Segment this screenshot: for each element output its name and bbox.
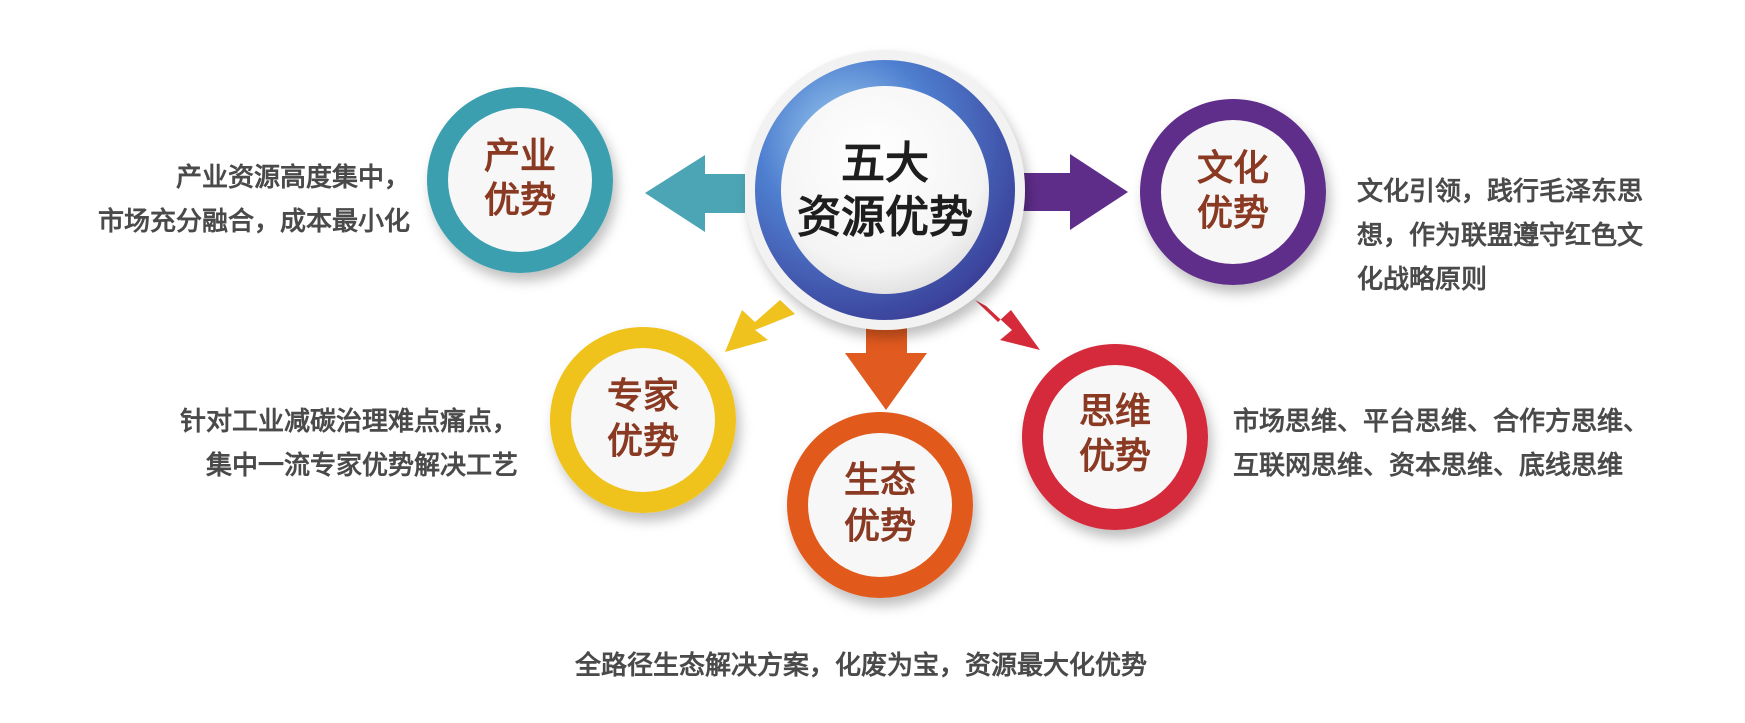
arrow-to-culture — [1015, 154, 1128, 230]
arrow-to-industry — [645, 155, 745, 232]
node-culture — [1140, 99, 1326, 285]
node-industry-label-line2: 优势 — [484, 180, 556, 221]
arrow-to-expert — [725, 300, 795, 352]
node-expert-label-line2: 优势 — [607, 421, 679, 462]
arrow-to-ecology — [845, 328, 927, 410]
ecology-description-line: 全路径生态解决方案，化废为宝，资源最大化优势 — [575, 651, 1148, 681]
culture-description: 文化引领，践行毛泽东思 想，作为联盟遵守红色文 化战略原则 — [1357, 170, 1643, 302]
expert-description-line: 集中一流专家优势解决工艺 — [205, 451, 518, 481]
node-expert — [550, 327, 736, 513]
culture-description-line: 想，作为联盟遵守红色文 — [1357, 221, 1644, 251]
thinking-description: 市场思维、平台思维、合作方思维、 互联网思维、资本思维、底线思维 — [1233, 400, 1649, 488]
thinking-description-line: 市场思维、平台思维、合作方思维、 — [1233, 407, 1650, 437]
node-ecology — [787, 412, 973, 598]
hub-title-line1: 五大 — [841, 138, 929, 189]
node-thinking — [1022, 344, 1208, 530]
hub-title-line2: 资源优势 — [797, 192, 973, 243]
thinking-description-line: 互联网思维、资本思维、底线思维 — [1233, 451, 1624, 481]
culture-description-line: 化战略原则 — [1357, 265, 1488, 295]
node-culture-label-line1: 文化 — [1197, 148, 1269, 189]
industry-description-line: 市场充分融合，成本最小化 — [97, 207, 410, 237]
node-thinking-label-line1: 思维 — [1079, 391, 1151, 432]
node-industry-label-line1: 产业 — [484, 136, 556, 177]
node-expert-label-line1: 专家 — [607, 376, 679, 417]
industry-description: 产业资源高度集中， 市场充分融合，成本最小化 — [98, 156, 410, 244]
node-ecology-label-line2: 优势 — [844, 506, 916, 547]
node-culture-label-line2: 优势 — [1197, 193, 1269, 234]
industry-description-line: 产业资源高度集中， — [175, 163, 410, 193]
culture-description-line: 文化引领，践行毛泽东思 — [1357, 177, 1644, 207]
expert-description-line: 针对工业减碳治理难点痛点， — [179, 407, 518, 437]
ecology-description: 全路径生态解决方案，化废为宝，资源最大化优势 — [575, 644, 1147, 688]
node-ecology-label-line1: 生态 — [844, 460, 916, 501]
arrow-to-thinking — [975, 300, 1040, 350]
node-thinking-label-line2: 优势 — [1079, 436, 1151, 477]
expert-description: 针对工业减碳治理难点痛点， 集中一流专家优势解决工艺 — [180, 400, 518, 488]
node-industry — [427, 87, 613, 273]
hub-circle — [745, 50, 1025, 330]
